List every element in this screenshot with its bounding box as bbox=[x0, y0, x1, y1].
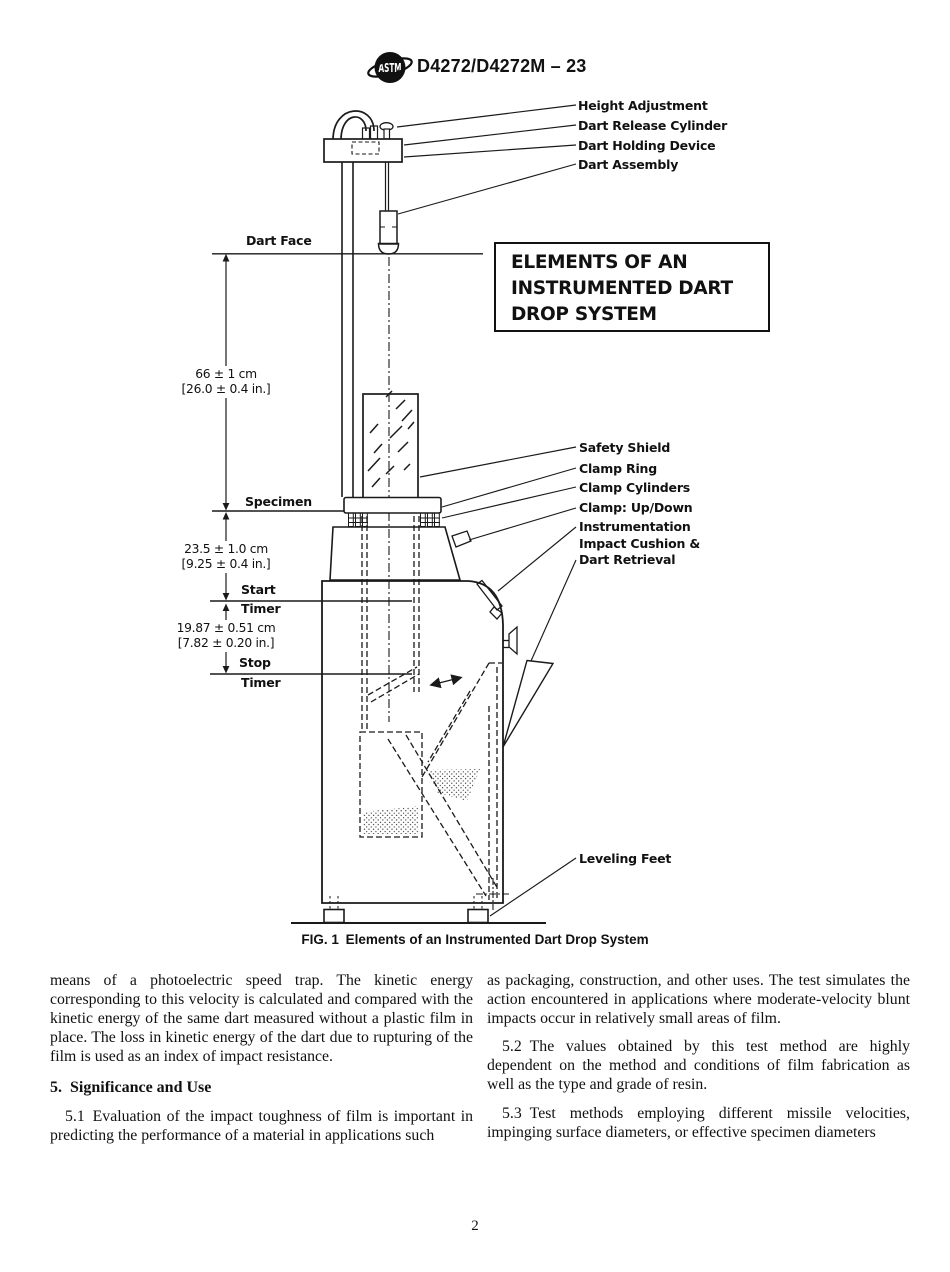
dim-value-in: [26.0 ± 0.4 in.] bbox=[181, 382, 271, 396]
paragraph-5-2: 5.2 The values obtained by this test met… bbox=[487, 1038, 910, 1094]
label-dart-retrieval: Dart Retrieval bbox=[579, 552, 676, 567]
dim-value-cm: 66 ± 1 cm bbox=[195, 367, 257, 381]
label-height-adjustment: Height Adjustment bbox=[578, 98, 708, 113]
interior-dashed bbox=[359, 516, 502, 900]
label-clamp-cylinders: Clamp Cylinders bbox=[579, 480, 691, 495]
elements-title-line: ELEMENTS OF AN bbox=[511, 252, 688, 273]
dimension-drop-height: 66 ± 1 cm [26.0 ± 0.4 in.] bbox=[178, 366, 274, 398]
svg-text:ASTM: ASTM bbox=[379, 61, 402, 75]
label-leveling-feet: Leveling Feet bbox=[579, 851, 672, 866]
dim-value-cm: 23.5 ± 1.0 cm bbox=[184, 542, 268, 556]
dim-value-in: [9.25 ± 0.4 in.] bbox=[181, 557, 271, 571]
elements-title-line: DROP SYSTEM bbox=[511, 304, 657, 325]
label-stop: Stop bbox=[239, 655, 271, 670]
paragraph-5-3: 5.3 Test methods employing different mis… bbox=[487, 1104, 910, 1141]
dimension-start-to-stop: 19.87 ± 0.51 cm [7.82 ± 0.20 in.] bbox=[173, 620, 279, 652]
body-left-column: means of a photoelectric speed trap. The… bbox=[50, 971, 473, 1145]
figure-caption: FIG. 1 Elements of an Instrumented Dart … bbox=[301, 932, 649, 947]
cabinet-drawing bbox=[291, 579, 555, 924]
leader-lines bbox=[396, 104, 577, 917]
section-heading: 5. Significance and Use bbox=[50, 1079, 212, 1097]
paragraph-continuation: as packaging, construction, and other us… bbox=[487, 972, 910, 1028]
label-clamp-updown: Clamp: Up/Down bbox=[579, 500, 693, 515]
label-timer-stop: Timer bbox=[241, 675, 281, 690]
dart-drop-diagram bbox=[210, 104, 577, 924]
clamp-drawing bbox=[329, 496, 472, 581]
dim-value-in: [7.82 ± 0.20 in.] bbox=[177, 636, 275, 650]
document-title: D4272/D4272M – 23 bbox=[417, 56, 587, 76]
label-dart-holding-device: Dart Holding Device bbox=[578, 138, 716, 153]
paragraph-5-1: 5.1 Evaluation of the impact toughness o… bbox=[50, 1107, 473, 1144]
label-timer-start: Timer bbox=[241, 601, 281, 616]
safety-shield-drawing bbox=[362, 390, 419, 499]
label-dart-face: Dart Face bbox=[246, 233, 312, 248]
dart-assembly-drawing bbox=[377, 162, 400, 722]
page-number: 2 bbox=[471, 1218, 479, 1234]
dimension-specimen-to-start: 23.5 ± 1.0 cm [9.25 ± 0.4 in.] bbox=[178, 541, 274, 573]
elements-title-line: INSTRUMENTED DART bbox=[511, 278, 733, 299]
dim-value-cm: 19.87 ± 0.51 cm bbox=[176, 621, 276, 635]
astm-logo-icon: ASTM bbox=[367, 52, 413, 83]
label-safety-shield: Safety Shield bbox=[579, 440, 671, 455]
label-clamp-ring: Clamp Ring bbox=[579, 461, 657, 476]
label-impact-cushion: Impact Cushion & bbox=[579, 536, 701, 551]
support-column bbox=[323, 110, 403, 497]
label-specimen: Specimen bbox=[245, 494, 312, 509]
elements-title-box: ELEMENTS OF AN INSTRUMENTED DART DROP SY… bbox=[494, 242, 770, 332]
label-instrumentation: Instrumentation bbox=[579, 519, 691, 534]
label-dart-release-cylinder: Dart Release Cylinder bbox=[578, 118, 728, 133]
label-start: Start bbox=[241, 582, 276, 597]
label-dart-assembly: Dart Assembly bbox=[578, 157, 679, 172]
paragraph-continuation: means of a photoelectric speed trap. The… bbox=[50, 972, 473, 1066]
body-right-column: as packaging, construction, and other us… bbox=[487, 971, 910, 1142]
